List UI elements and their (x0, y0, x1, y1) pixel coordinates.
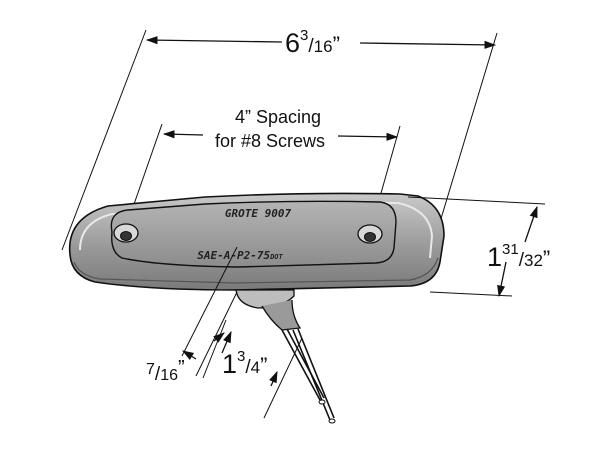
base-depth-label: 13/4” (222, 348, 267, 379)
wire-grommet (235, 289, 302, 331)
lamp-base-band (73, 257, 439, 284)
screw-spacing-arrow-right (337, 132, 399, 141)
base-depth-right-extension (263, 337, 303, 419)
screw-spacing-label-line1: 4” Spacing (235, 107, 321, 127)
lens-stamp-line1: GROTE 9007 (225, 207, 292, 220)
lens-stamp-line2: SAE-A-P2-75DOT (197, 249, 283, 262)
overall-length-arrow (145, 36, 283, 45)
overall-length-left-extension (61, 29, 147, 251)
lens-offset-arrow-left (182, 350, 197, 361)
wire-1 (281, 329, 321, 401)
lens-offset-label: 7/16” (146, 357, 185, 385)
height-dimension: 131/32” (407, 196, 550, 298)
lens-offset-dimension: 7/16” (146, 246, 238, 385)
base-depth-arrow-left (221, 330, 232, 354)
screw-spacing-label-line2: for #8 Screws (215, 131, 325, 151)
base-depth-arrow-right (269, 370, 278, 387)
height-label: 131/32” (487, 241, 550, 272)
overall-length-dimension: 63/16” (61, 27, 498, 276)
wire-2 (292, 329, 331, 421)
lens-offset-left-extension (181, 246, 238, 357)
screw-spacing-arrow-left (162, 130, 204, 139)
height-arrow-upper (524, 205, 538, 243)
lamp-lens (110, 200, 397, 268)
overall-length-label: 63/16” (285, 27, 340, 58)
lamp-wires (281, 328, 336, 424)
lens-offset-arrow-right (213, 332, 225, 343)
lamp-body: GROTE 9007 SAE-A-P2-75DOT (68, 192, 445, 291)
height-arrow-lower (497, 261, 507, 298)
base-depth-dimension: 13/4” (195, 291, 303, 419)
wire-2-end (328, 418, 336, 424)
height-top-extension (407, 196, 546, 205)
right-screw-hole (357, 224, 383, 244)
wire-1-end (318, 399, 326, 405)
left-screw-hole (113, 223, 139, 243)
lens-offset-right-extension (202, 319, 227, 379)
grommet-stem (261, 299, 302, 331)
